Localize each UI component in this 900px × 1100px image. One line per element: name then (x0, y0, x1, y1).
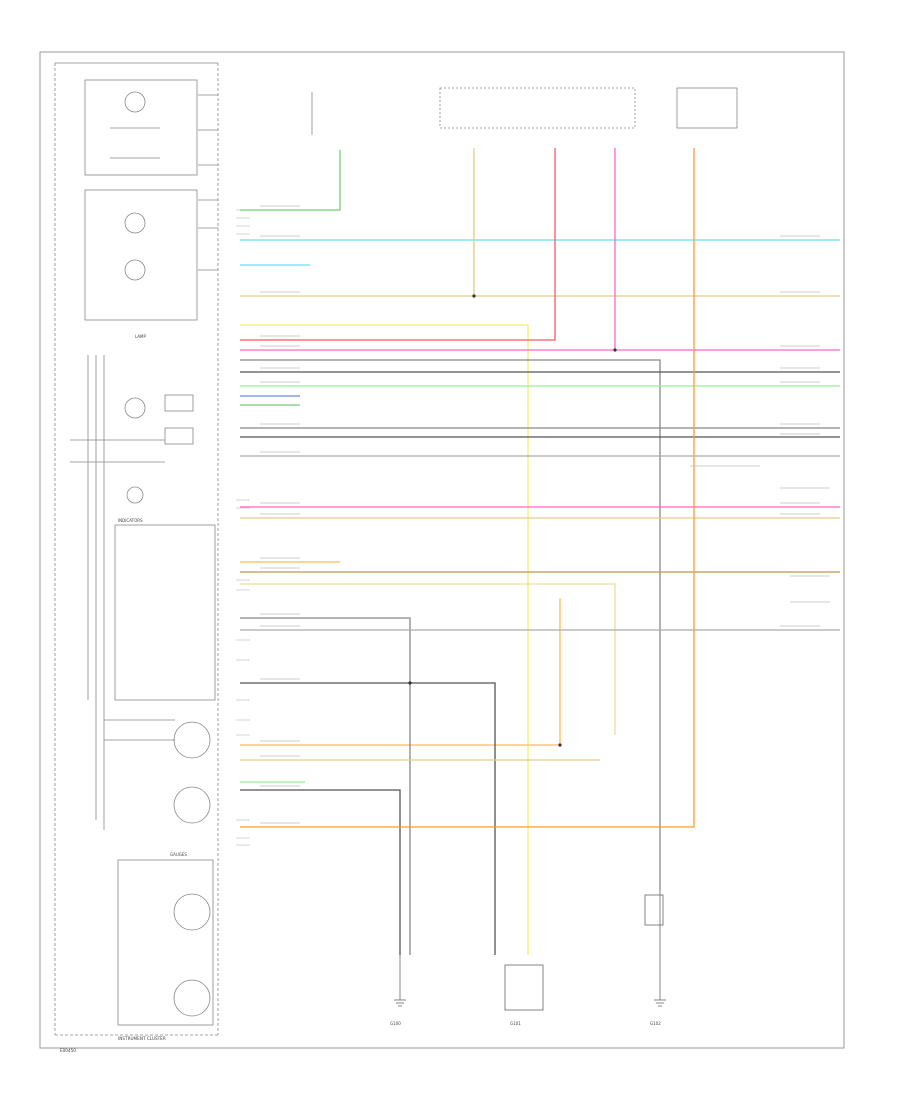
ground-label-g101: G101 (510, 1021, 521, 1026)
splice-points (408, 294, 617, 747)
instrument-cluster-label: INSTRUMENT CLUSTER (118, 1036, 166, 1041)
wire-orange-main (240, 148, 695, 828)
ground-label-g102: G102 (650, 1021, 661, 1026)
cluster-section-gauges: GAUGES (170, 852, 187, 857)
upper-lamp-group (84, 79, 218, 321)
instrument-cluster (54, 62, 219, 1036)
gauge-group (104, 719, 214, 1026)
page-code: E00450 (60, 1048, 76, 1053)
cluster-section-lamp: LAMP (135, 334, 147, 339)
wire-gray-d (240, 617, 411, 955)
wire-tan (240, 148, 840, 297)
top-modules (311, 87, 738, 135)
cluster-section-indicators: INDICATORS (118, 518, 143, 523)
wire-tan-c (240, 583, 616, 735)
wire-red (240, 148, 556, 341)
small-text-placeholders (260, 205, 830, 824)
wire-green (240, 150, 341, 211)
indicator-group (70, 355, 216, 830)
cluster-connector-ticks (236, 209, 250, 846)
wires (240, 148, 840, 955)
wire-pink-a (240, 148, 840, 351)
wire-yellow (240, 324, 529, 955)
wire-gray-ignition (240, 359, 661, 890)
wire-orange-b (240, 598, 561, 746)
ground-label-g100: G100 (390, 1021, 401, 1026)
wire-black-c (240, 682, 496, 955)
ground-symbols (394, 890, 666, 1011)
diagram-border (39, 51, 845, 1049)
wire-black-d (240, 789, 401, 955)
